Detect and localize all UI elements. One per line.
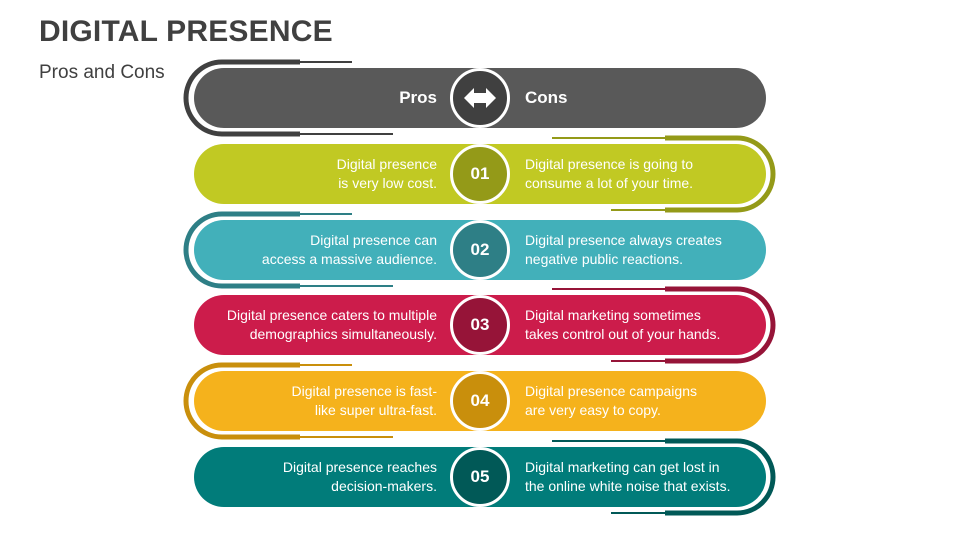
pros-cons-header-row: Pros Cons (0, 58, 960, 138)
pros-label: Pros (399, 88, 437, 107)
comparison-row-04: Digital presence is fast- like super ult… (0, 361, 960, 441)
pro-text: Digital presence can access a massive au… (261, 232, 437, 267)
compare-circle (450, 68, 510, 128)
row-number-badge: 05 (450, 447, 510, 507)
row-number-badge: 04 (450, 371, 510, 431)
right-bracket-decoration (552, 135, 776, 213)
left-bracket-decoration (183, 362, 393, 440)
con-text: Digital presence campaigns are very easy… (525, 383, 697, 418)
left-bracket-decoration (183, 211, 393, 289)
left-right-arrow-icon (464, 88, 496, 108)
cons-label: Cons (525, 88, 568, 107)
con-text: Digital marketing sometimes takes contro… (525, 307, 721, 342)
row-number-badge: 03 (450, 295, 510, 355)
pro-text: Digital presence reaches decision-makers… (282, 459, 437, 494)
left-bracket-decoration (183, 59, 393, 137)
comparison-row-03: Digital presence caters to multiple demo… (0, 285, 960, 365)
con-text: Digital marketing can get lost in the on… (525, 459, 731, 494)
con-text: Digital presence is going to consume a l… (525, 156, 694, 191)
pro-text: Digital presence caters to multiple demo… (226, 307, 437, 342)
page-subtitle: Pros and Cons (39, 62, 165, 83)
right-bracket-decoration (552, 286, 776, 364)
comparison-row-05: Digital presence reaches decision-makers… (0, 437, 960, 517)
page-title: DIGITAL PRESENCE (39, 15, 333, 48)
row-number-badge: 02 (450, 220, 510, 280)
con-text: Digital presence always creates negative… (525, 232, 722, 267)
right-bracket-decoration (552, 438, 776, 516)
comparison-row-01: Digital presence is very low cost. 01 Di… (0, 134, 960, 214)
row-number-badge: 01 (450, 144, 510, 204)
comparison-row-02: Digital presence can access a massive au… (0, 210, 960, 290)
pro-text: Digital presence is very low cost. (336, 156, 437, 191)
pro-text: Digital presence is fast- like super ult… (291, 383, 437, 418)
